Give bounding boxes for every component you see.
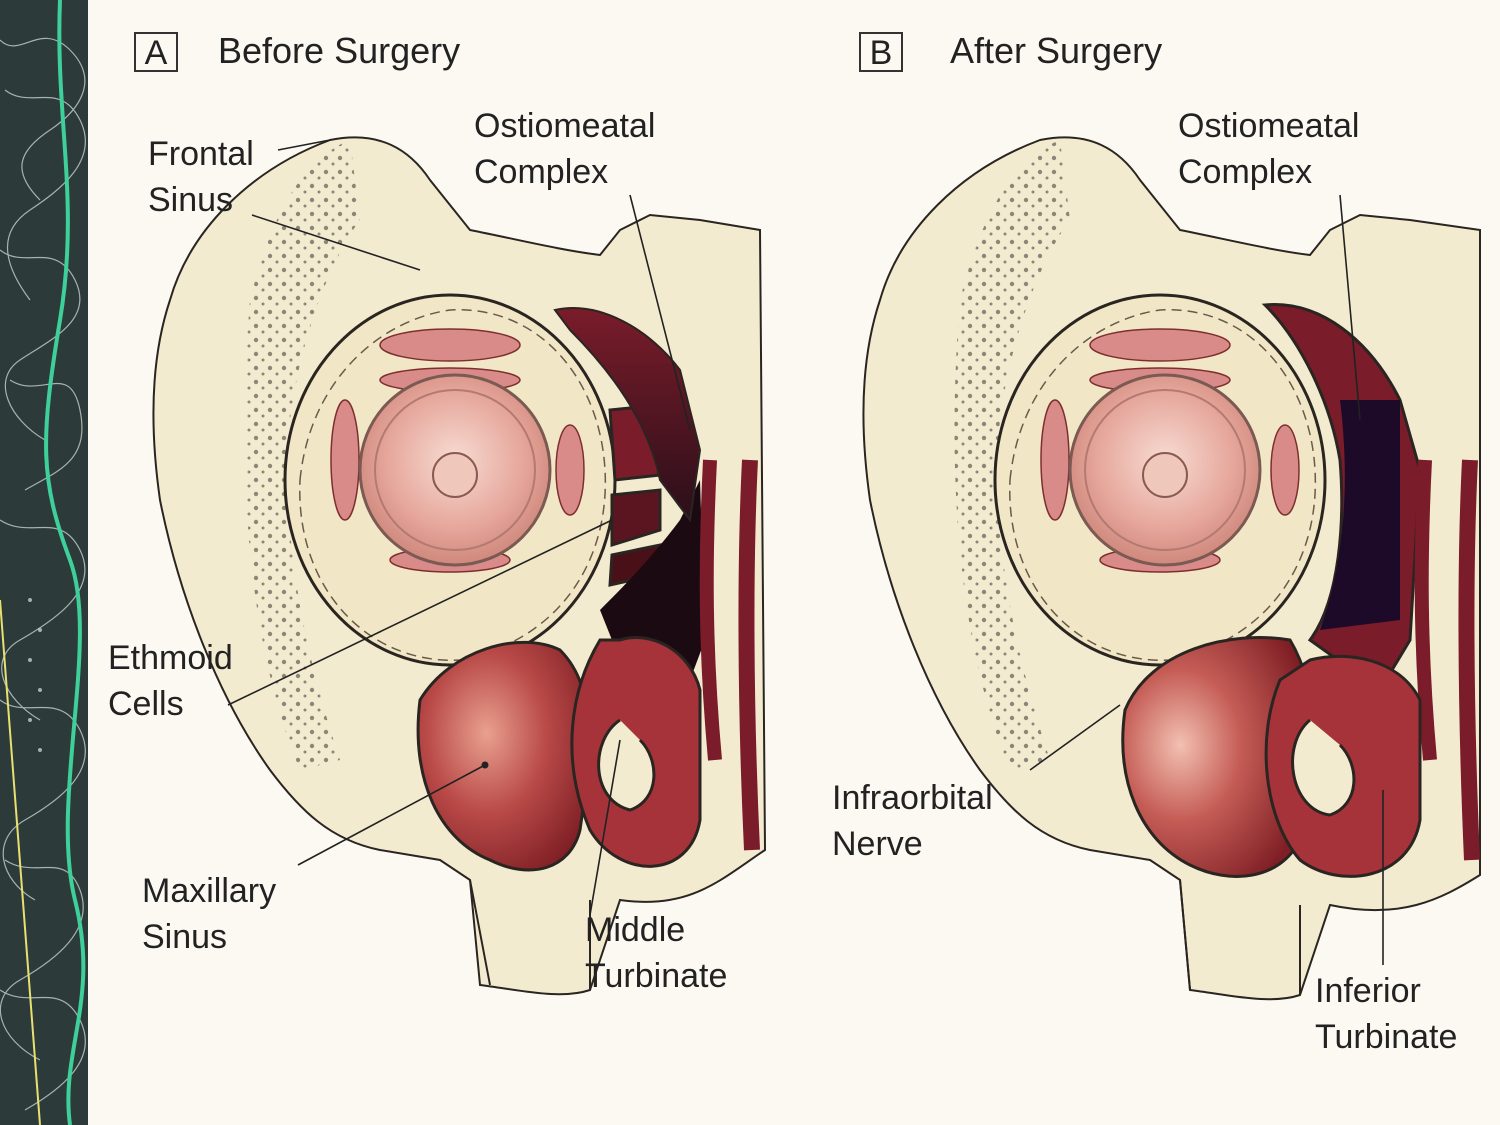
label-frontal-sinus: Frontal Sinus [148, 135, 254, 219]
panel-a-letter: A [134, 32, 178, 72]
contour-pattern [0, 0, 86, 1125]
panel-b-title: After Surgery [950, 30, 1163, 71]
label-middle-turbinate: Middle Turbinate [585, 911, 728, 995]
label-inferior-turbinate: Inferior Turbinate [1315, 972, 1458, 1056]
label-ethmoid-cells: Ethmoid Cells [108, 639, 233, 723]
label-maxillary-sinus: Maxillary Sinus [142, 872, 277, 956]
panel-a-title: Before Surgery [218, 30, 461, 71]
panel-b-letter: B [859, 32, 903, 72]
label-infraorbital-nerve: Infraorbital Nerve [832, 779, 993, 863]
panel-b-illustration [862, 136, 1481, 1001]
panel-a-illustration [152, 136, 767, 996]
label-ostiomeatal-complex-a: Ostiomeatal Complex [474, 107, 656, 191]
label-ostiomeatal-complex-b: Ostiomeatal Complex [1178, 107, 1360, 191]
decorative-side-strip [0, 0, 88, 1125]
